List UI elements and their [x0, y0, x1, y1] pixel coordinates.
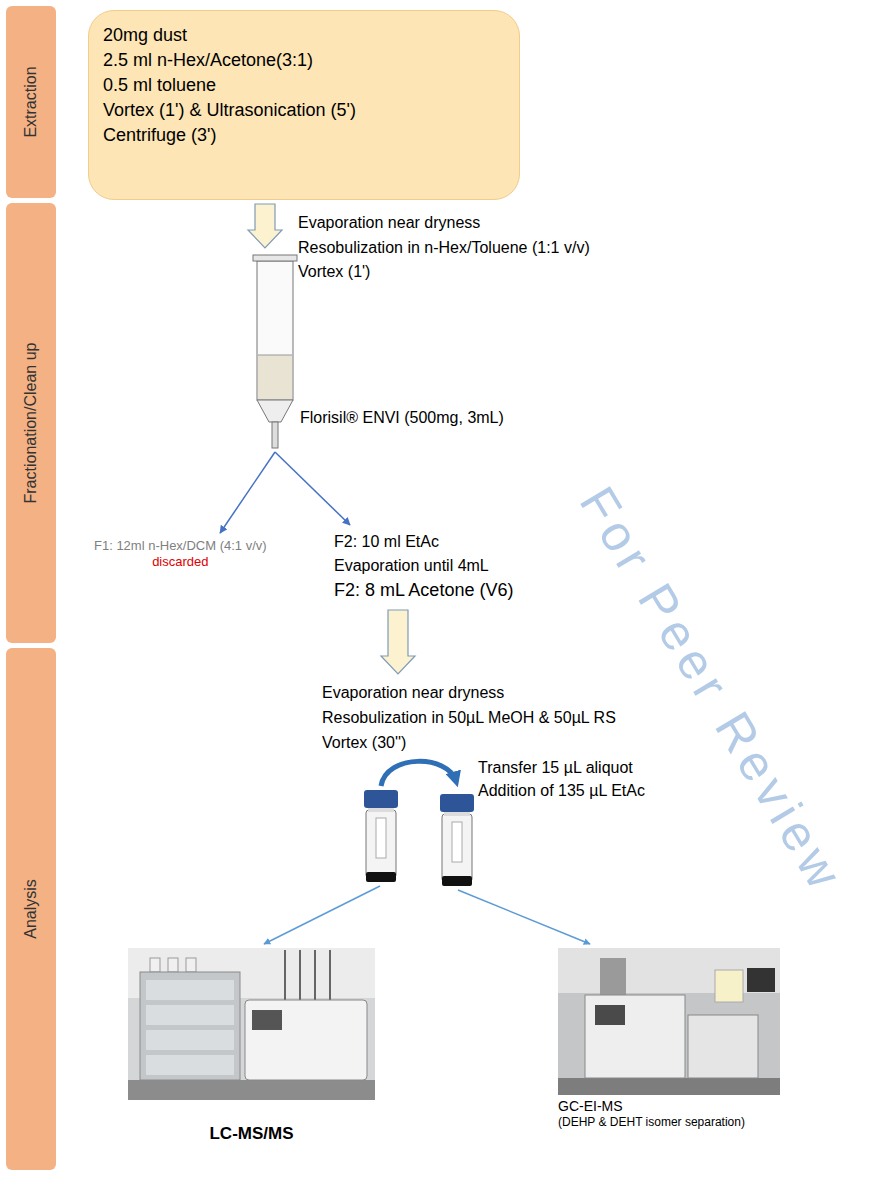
cartridge-outline: [250, 250, 300, 450]
ms-panel: [252, 1010, 282, 1030]
vial-cap: [364, 790, 398, 808]
lc-module: [146, 1005, 234, 1025]
vial-glass: [366, 810, 396, 878]
fraction-note: F1: 12ml n-Hex/DCM (4:1 v/v)discarded: [90, 536, 271, 572]
vial-base: [442, 876, 472, 886]
step-label-box: Vortex (1'): [298, 262, 370, 281]
instrument-picture: [558, 948, 780, 1095]
step-text: Vortex (1') & Ultrasonication (5'): [103, 98, 505, 123]
monitor: [747, 968, 775, 992]
lc-module: [146, 1055, 234, 1075]
autosampler: [600, 958, 626, 998]
leader-line: [264, 886, 380, 944]
ms-unit: [245, 1000, 367, 1080]
band-label: Fractionation/Clean up: [21, 343, 41, 504]
paper-note: [715, 970, 743, 1002]
fraction-note: F2: 10 ml EtAcEvaporation until 4mLF2: 8…: [330, 528, 517, 604]
vial-cap: [440, 794, 474, 812]
flow-arrow: [275, 452, 350, 525]
block-arrow: [248, 204, 282, 248]
flow-arrow: [220, 452, 275, 533]
instrument-photo: LC-MS/MS: [128, 948, 375, 1145]
cartridge-barrel: [257, 261, 293, 400]
step-label-box: Resobulization in n-Hex/Toluene (1:1 v/v…: [298, 238, 590, 257]
lc-stack: [140, 972, 240, 1080]
cartridge-tip: [272, 422, 278, 448]
transfer-label-box: Transfer 15 µL aliquot: [478, 758, 633, 777]
step-text: 2.5 ml n-Hex/Acetone(3:1): [103, 48, 505, 73]
watermark-box: For Peer Review: [567, 476, 857, 903]
step-text: Evaporation until 4mL: [334, 554, 513, 578]
stage-band: Analysis: [6, 648, 56, 1170]
step-text: Resobulization in 50µL MeOH & 50µL RS: [322, 705, 616, 730]
step-label: Evaporation near dryness: [298, 213, 480, 232]
cartridge-label: Florisil® ENVI (500mg, 3mL): [300, 408, 550, 428]
step-text: Centrifuge (3'): [103, 123, 505, 148]
stage-band: Fractionation/Clean up: [6, 203, 56, 643]
vial-glass: [442, 814, 472, 882]
vial-icon: [364, 790, 398, 882]
photo-wall: [558, 948, 780, 993]
photo-bench: [128, 1080, 375, 1100]
sorbent-bed: [258, 355, 292, 399]
gas-tubing: [285, 950, 330, 1002]
solvent-bottle: [186, 958, 196, 972]
solvent-bottle: [150, 958, 160, 972]
instrument-photo: GC-EI-MS(DEHP & DEHT isomer separation): [558, 948, 780, 1130]
vial-base: [366, 872, 396, 882]
ms-unit: [688, 1015, 758, 1078]
step-text: 0.5 ml toluene: [103, 73, 505, 98]
photo-bench: [558, 1078, 780, 1095]
step-label: Resobulization in n-Hex/Toluene (1:1 v/v…: [298, 238, 590, 257]
stage-band: Extraction: [6, 6, 56, 198]
instrument-label: GC-EI-MS: [558, 1098, 780, 1115]
vial-insert: [376, 818, 386, 858]
transfer-arrow: [381, 761, 456, 786]
step-note: Evaporation near drynessResobulization i…: [318, 678, 620, 757]
lc-module: [146, 980, 234, 1000]
step-label-box: Evaporation near dryness: [298, 213, 480, 232]
step-label: Vortex (1'): [298, 262, 370, 281]
discard-note: discarded: [94, 554, 267, 570]
extraction-box: 20mg dust2.5 ml n-Hex/Acetone(3:1)0.5 ml…: [88, 10, 520, 200]
instrument-note: (DEHP & DEHT isomer separation): [558, 1115, 780, 1130]
vial-insert: [452, 822, 462, 862]
photo-ground: [558, 948, 780, 1095]
fraction-text: F2: 8 mL Acetone (V6): [334, 578, 513, 602]
step-text: Evaporation near dryness: [322, 680, 616, 705]
watermark: For Peer Review: [567, 476, 857, 903]
frit: [258, 355, 292, 356]
vial-icon: [440, 794, 474, 886]
cartridge-rim: [253, 255, 297, 261]
gc-panel: [595, 1005, 625, 1025]
fraction-text: F1: 12ml n-Hex/DCM (4:1 v/v): [94, 538, 267, 554]
solvent-bottle: [168, 958, 178, 972]
instrument-picture: [128, 948, 375, 1100]
instrument-label: LC-MS/MS: [128, 1123, 375, 1145]
band-label: Extraction: [21, 66, 41, 137]
photo-ground: [128, 948, 375, 1100]
band-label: Analysis: [21, 879, 41, 939]
transfer-label-box: Addition of 135 µL EtAc: [478, 781, 645, 800]
leader-line: [458, 890, 590, 944]
step-text: Vortex (30''): [322, 730, 616, 755]
fraction-text: F2: 10 ml EtAc: [334, 530, 513, 554]
lc-module: [146, 1030, 234, 1050]
cartridge-taper: [257, 400, 293, 422]
transfer-label: Addition of 135 µL EtAc: [478, 781, 645, 800]
block-arrow: [381, 610, 415, 674]
spe-cartridge: Florisil® ENVI (500mg, 3mL): [250, 250, 550, 450]
gc-oven: [585, 995, 685, 1078]
transfer-label: Transfer 15 µL aliquot: [478, 758, 633, 777]
step-text: 20mg dust: [103, 23, 505, 48]
